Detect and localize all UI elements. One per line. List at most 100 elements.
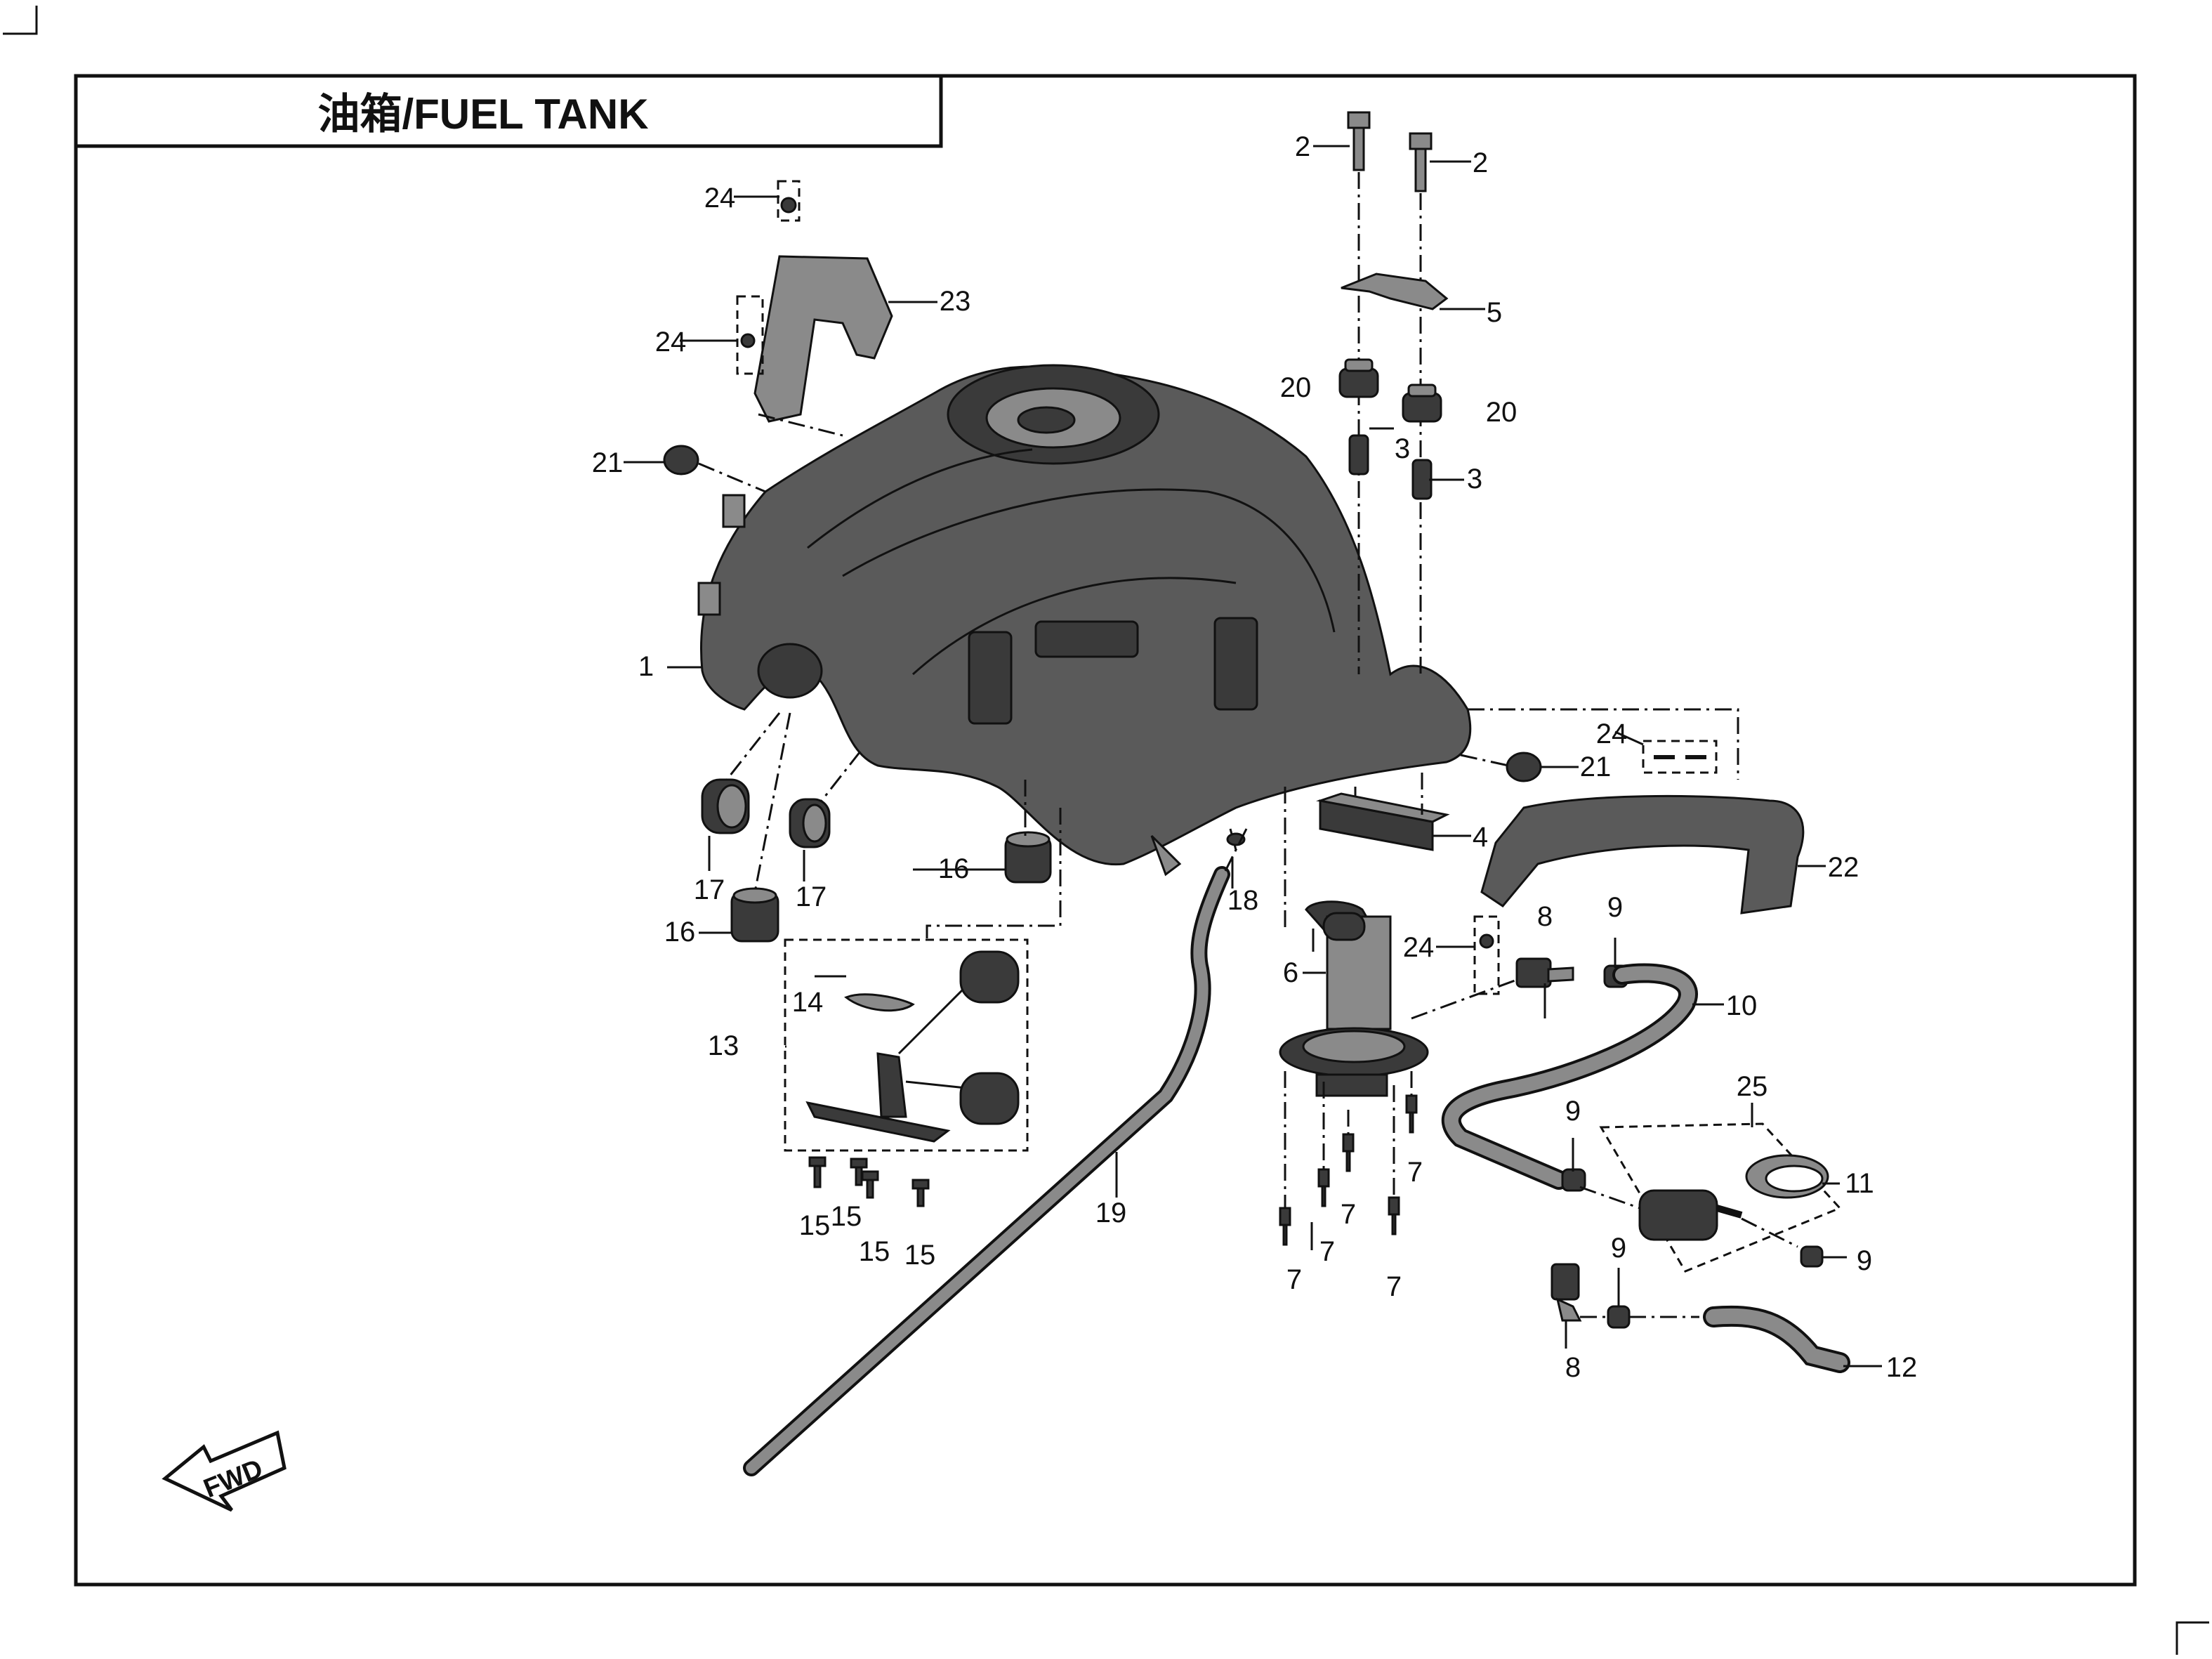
callout-17-left: 17 [694, 874, 725, 905]
callout-3-left: 3 [1395, 433, 1410, 464]
callout-21-right: 21 [1580, 752, 1612, 782]
callout-15-d: 15 [904, 1240, 936, 1271]
callout-10: 10 [1726, 990, 1758, 1021]
crop-mark-bottom-right [2175, 1621, 2209, 1655]
assembly-line-nut-21-right [1460, 754, 1509, 767]
assembly-line-fuel-line [1411, 978, 1518, 1020]
fuel-pump-part-6 [1279, 900, 1429, 1097]
sender-float-lower [959, 1072, 1020, 1125]
callout-16-right: 16 [938, 853, 970, 884]
damper-part-16-left [730, 887, 779, 943]
damper-part-16-right [1004, 831, 1052, 884]
callout-24-b: 24 [655, 327, 687, 358]
callout-12: 12 [1886, 1352, 1918, 1383]
callout-25: 25 [1737, 1071, 1768, 1102]
grommet-part-20-right [1402, 383, 1442, 423]
damper-part-17-right [789, 798, 831, 848]
callout-9-b: 9 [1565, 1096, 1581, 1127]
callout-24-c: 24 [1596, 719, 1628, 749]
callout-20-left: 20 [1280, 372, 1312, 403]
sender-float-arm [897, 978, 974, 1090]
collar-part-3-left [1348, 434, 1369, 476]
grommet-part-20-left [1338, 358, 1379, 398]
callout-19: 19 [1095, 1198, 1127, 1228]
bolts-part-7 [1279, 1071, 1418, 1246]
callout-15-a: 15 [799, 1210, 831, 1241]
assembly-line-sender [926, 808, 1062, 940]
assembly-line-cover [758, 413, 843, 437]
assembly-line-nut-21-left [698, 462, 766, 493]
connector-part-8-upper [1515, 957, 1574, 988]
callout-24-d: 24 [1403, 932, 1435, 963]
callout-4: 4 [1473, 822, 1488, 853]
callout-16-left: 16 [664, 917, 696, 947]
callout-13: 13 [708, 1030, 739, 1061]
callout-20-right: 20 [1486, 397, 1518, 428]
callout-3-right: 3 [1467, 464, 1482, 494]
callout-17-right: 17 [796, 881, 827, 912]
callout-22: 22 [1828, 852, 1859, 883]
assembly-line-hose [1224, 828, 1248, 872]
bolt-part-2-right [1409, 132, 1433, 192]
callout-7-e: 7 [1407, 1157, 1423, 1188]
connector-part-8-lower [1551, 1263, 1582, 1322]
callout-24-a: 24 [704, 183, 736, 214]
clip-part-24-side [740, 333, 756, 348]
callout-1: 1 [638, 651, 654, 682]
bolt-part-2-left [1347, 111, 1371, 171]
diagram-title: 油箱/FUEL TANK [317, 91, 648, 138]
assembly-line-pad [1354, 773, 1423, 815]
clip-box-24-side [736, 295, 764, 375]
damper-part-17-left [701, 778, 750, 834]
collar-part-3-right [1411, 459, 1433, 500]
rear-handle-part-22 [1480, 794, 1805, 914]
clip-box-24-lower [1473, 915, 1500, 995]
clamp-part-9-d [1607, 1305, 1631, 1329]
callout-14: 14 [792, 987, 824, 1018]
sender-body [876, 1052, 907, 1118]
callout-2-left: 2 [1295, 131, 1310, 162]
callout-labels: 1 2 2 3 3 4 5 6 7 7 7 7 7 8 8 9 9 9 9 10… [592, 131, 1918, 1383]
screws-part-15 [808, 1156, 930, 1207]
forward-direction-arrow-icon: FWD [162, 1430, 287, 1512]
callout-9-c: 9 [1857, 1245, 1872, 1276]
assembly-line-damper-17-right [820, 751, 862, 801]
drawing-frame [74, 74, 2137, 1587]
callout-11: 11 [1845, 1168, 1874, 1199]
clip-box-24-handle [1642, 740, 1718, 774]
cover-part-23 [753, 255, 893, 423]
callout-8-upper: 8 [1537, 901, 1553, 932]
sender-plate [805, 1101, 951, 1143]
assembly-line-handle [1468, 708, 1739, 780]
callout-6: 6 [1283, 957, 1298, 988]
bracket-part-5 [1341, 273, 1449, 310]
callout-9-a: 9 [1607, 892, 1623, 923]
callout-7-d: 7 [1386, 1271, 1402, 1302]
sender-float-upper [959, 950, 1020, 1004]
callout-5: 5 [1487, 297, 1502, 328]
fuel-filter [1579, 1186, 1798, 1248]
callout-15-b: 15 [831, 1201, 862, 1232]
filter-bracket-part-11 [1745, 1154, 1829, 1199]
clip-part-24-lower [1479, 933, 1494, 949]
callout-18: 18 [1227, 885, 1259, 916]
clamp-part-9-c [1800, 1245, 1824, 1268]
nut-part-21-right [1506, 752, 1542, 782]
callout-21-left: 21 [592, 447, 624, 478]
callout-7-c: 7 [1341, 1199, 1356, 1230]
callout-7-a: 7 [1286, 1264, 1302, 1295]
pad-part-4 [1316, 792, 1450, 851]
fuel-tank-part-1 [697, 364, 1472, 877]
assembly-line-damper-17-left [725, 712, 781, 780]
clip-box-24-top [777, 180, 801, 222]
callout-23: 23 [940, 286, 971, 317]
title-block: 油箱/FUEL TANK [74, 74, 943, 148]
leader-lines [624, 145, 1882, 1368]
callout-9-d: 9 [1611, 1233, 1626, 1264]
callout-7-b: 7 [1319, 1236, 1335, 1267]
crop-mark-top-left [3, 6, 38, 35]
callout-8-lower: 8 [1565, 1352, 1581, 1383]
nut-part-21-left [663, 445, 699, 476]
callout-15-c: 15 [859, 1236, 890, 1267]
